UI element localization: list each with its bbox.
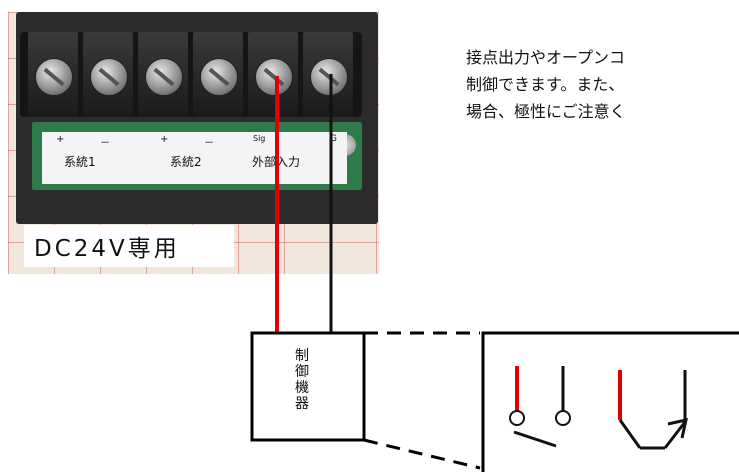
label-group1: 系統1 — [64, 155, 96, 169]
dashed-leader-bottom — [363, 438, 481, 470]
controller-photo: + － + － Sig G 系統1 系統2 外部入力 DC24V専用 — [8, 12, 379, 274]
terminal-g — [303, 32, 353, 117]
open-collector-transistor-icon — [618, 370, 688, 450]
terminal-sig — [248, 32, 298, 117]
paragraph-line-3: 場合、極性にご注意く — [466, 102, 626, 121]
polarity-minus-1: － — [100, 138, 110, 149]
paragraph-line-2: 制御できます。また、 — [466, 75, 625, 94]
contact-switch-icon — [509, 366, 571, 448]
terminal-4 — [193, 32, 243, 117]
polarity-plus-1: + — [56, 134, 65, 145]
polarity-minus-2: － — [204, 138, 214, 149]
paragraph-line-1: 接点出力やオープンコ — [466, 48, 626, 67]
terminal-label-panel: + － + － Sig G 系統1 系統2 外部入力 — [42, 132, 347, 184]
screw-icon — [200, 58, 238, 96]
polarity-g: G — [330, 134, 337, 144]
polarity-plus-2: + — [160, 134, 169, 145]
screw-icon — [255, 58, 293, 96]
terminal-block — [20, 32, 362, 117]
device-label: 制御機器 — [295, 348, 309, 412]
device-box — [250, 331, 366, 442]
description-paragraph: 接点出力やオープンコ 制御できます。また、 場合、極性にご注意く — [466, 44, 739, 125]
label-group2: 系統2 — [170, 155, 202, 169]
screw-icon — [90, 58, 128, 96]
terminal-1 — [28, 32, 78, 117]
screw-icon — [310, 58, 348, 96]
terminal-2 — [83, 32, 133, 117]
detail-box — [481, 331, 739, 472]
screw-icon — [35, 58, 73, 96]
polarity-sig: Sig — [253, 134, 266, 143]
screw-icon — [145, 58, 183, 96]
voltage-label: DC24V専用 — [24, 225, 234, 267]
terminal-3 — [138, 32, 188, 117]
